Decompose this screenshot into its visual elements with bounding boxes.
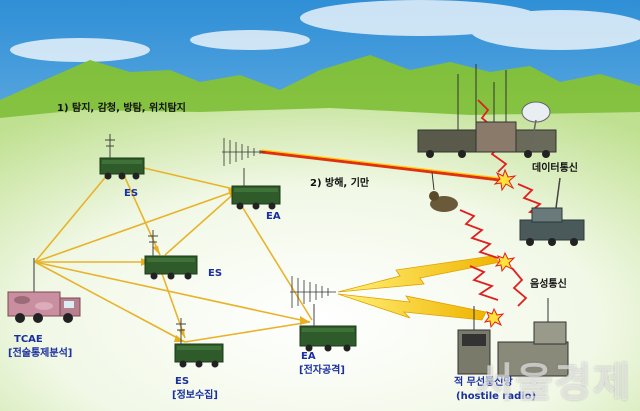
- satellite-dish: [521, 101, 551, 143]
- data-comm-label: 데이터통신: [532, 163, 578, 174]
- burst-radio: [483, 307, 505, 329]
- hostile-radio-set: [457, 298, 569, 377]
- ea-label-2: EA: [301, 351, 316, 362]
- ea-vehicle-1: [231, 168, 281, 210]
- enemy-data-site: [417, 64, 557, 158]
- burst-data: [493, 168, 517, 192]
- es-label-2: ES: [208, 268, 223, 279]
- watermark: 서울경제: [476, 360, 632, 406]
- tcae-desc-label: [전술통제분석]: [8, 348, 73, 359]
- tcae-label: TCAE: [14, 334, 43, 345]
- voice-comm-label: 음성통신: [530, 279, 567, 290]
- ea-desc-label: [전자공격]: [299, 365, 345, 376]
- hostile-radio-ko-label: 적 무선통신망: [454, 377, 513, 388]
- ea-label-1: EA: [266, 211, 281, 222]
- es-vehicle-2: [144, 230, 198, 280]
- hostile-radio-en-label: (hostile radio): [456, 391, 537, 402]
- es-vehicle-3: [174, 318, 224, 368]
- es-label-1: ES: [124, 188, 139, 199]
- step2-label: 2) 방해, 기만: [310, 178, 370, 189]
- lightning-bolt-upper: [337, 255, 501, 293]
- es-desc-label: [정보수집]: [172, 390, 218, 401]
- enemy-voice-vehicle: [519, 177, 585, 246]
- step1-label: 1) 탐지, 감청, 방탐, 위치탐지: [57, 103, 186, 114]
- es-vehicle-1: [99, 134, 145, 180]
- ea-vehicle-2: [299, 304, 357, 352]
- es-label-3: ES: [175, 376, 190, 387]
- clouds: [10, 0, 640, 62]
- jam-beams: [260, 149, 502, 182]
- ea-antenna-1: [222, 138, 265, 166]
- tcae-truck: [7, 258, 81, 323]
- burst-voice: [494, 251, 516, 273]
- soldier: [429, 171, 458, 212]
- ea-antenna-2: [290, 276, 336, 308]
- lightning-bolt-lower: [337, 293, 487, 321]
